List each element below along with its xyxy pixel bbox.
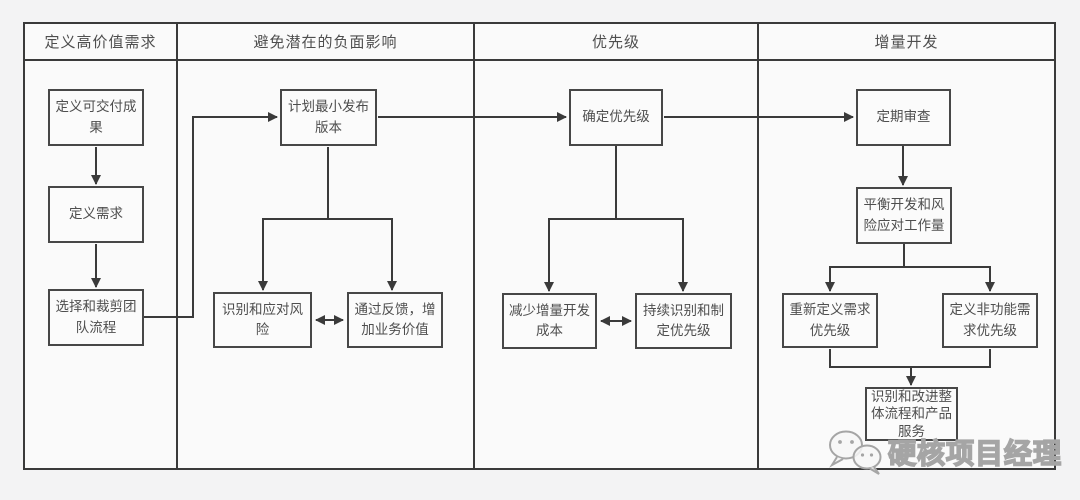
node-periodic-review: 定期审查 <box>856 89 951 146</box>
node-feedback-business-value: 通过反馈，增加业务价值 <box>347 292 443 348</box>
node-determine-priority: 确定优先级 <box>569 89 663 146</box>
lane-divider-2 <box>473 24 475 468</box>
lane-header-incremental-dev: 增量开发 <box>874 34 939 51</box>
node-select-tailor-process: 选择和裁剪团队流程 <box>48 289 144 346</box>
node-nonfunctional-priority: 定义非功能需求优先级 <box>942 293 1038 348</box>
lane-divider-1 <box>176 24 178 468</box>
node-continuous-prioritize: 持续识别和制定优先级 <box>635 293 732 349</box>
lane-header-define-high-value: 定义高价值需求 <box>44 34 157 51</box>
node-balance-dev-risk: 平衡开发和风险应对工作量 <box>856 187 952 244</box>
node-plan-min-release: 计划最小发布版本 <box>280 89 377 146</box>
node-define-deliverables: 定义可交付成果 <box>48 89 144 146</box>
lane-header-avoid-negative: 避免潜在的负面影响 <box>253 34 398 51</box>
lane-header-priority: 优先级 <box>591 34 640 51</box>
node-improve-process-product: 识别和改进整体流程和产品服务 <box>865 387 958 441</box>
header-rule <box>25 59 1054 61</box>
node-define-requirements: 定义需求 <box>48 186 144 243</box>
node-identify-handle-risk: 识别和应对风险 <box>213 292 312 348</box>
lane-divider-3 <box>757 24 759 468</box>
node-reduce-incremental-cost: 减少增量开发成本 <box>502 293 597 349</box>
node-redefine-req-priority: 重新定义需求优先级 <box>782 293 878 348</box>
